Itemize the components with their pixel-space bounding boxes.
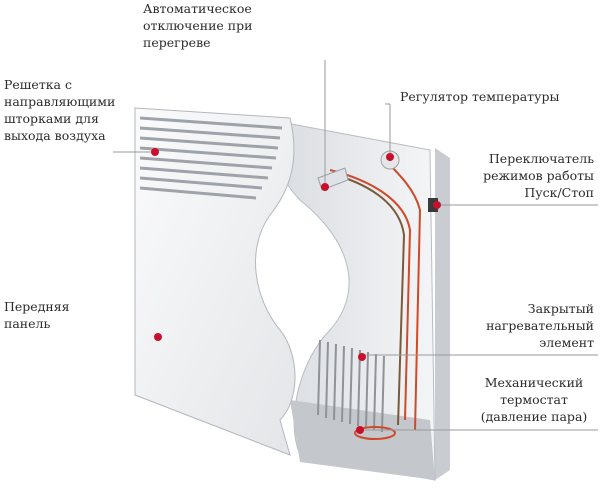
label-heating-element: Закрытый нагревательный элемент — [486, 301, 594, 350]
label-mode-switch: Переключатель режимов работы Пуск/Стоп — [483, 151, 594, 200]
panel-side — [435, 148, 450, 480]
leader-lines — [113, 60, 598, 431]
label-thermostat-regulator: Регулятор температуры — [400, 89, 560, 104]
front-panel — [134, 107, 296, 456]
heating-element-fins — [317, 339, 385, 433]
pointer-dots — [151, 148, 441, 434]
grille-louvres — [139, 116, 283, 200]
label-grille: Решетка с направляющими шторками для вых… — [4, 77, 116, 143]
label-front-panel: Передняя панель — [4, 299, 70, 331]
mechanical-thermostat-bulb — [354, 426, 396, 440]
label-auto-shutoff: Автоматическое отключение при перегреве — [143, 1, 253, 50]
label-mechanical-thermostat: Механический термостат (давление пара) — [480, 375, 588, 424]
